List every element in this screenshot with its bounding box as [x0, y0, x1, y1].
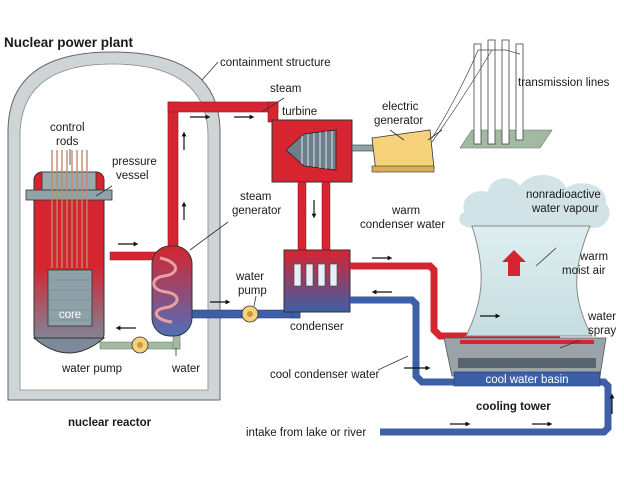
warm-condenser-water-label-2: condenser water [360, 219, 445, 231]
water-pump-upper-label-2: pump [238, 285, 267, 297]
containment-structure-label: containment structure [220, 57, 331, 69]
turbine-exhaust-pipes [297, 181, 331, 253]
nonradioactive-label-1: nonradioactive [526, 189, 601, 201]
turbine-label: turbine [282, 106, 317, 118]
leader-lines [69, 61, 581, 371]
water-pump-lower-label: water pump [61, 363, 122, 375]
transmission-lines-label: transmission lines [518, 77, 610, 89]
intake-label: intake from lake or river [246, 427, 366, 439]
flow-arrows [115, 114, 615, 427]
cool-water-basin-label: cool water basin [485, 374, 568, 386]
warm-condenser-water-pipe [350, 262, 560, 340]
reactor-core: core [47, 269, 93, 327]
nonradioactive-label-2: water vapour [531, 203, 599, 215]
condenser [283, 249, 351, 313]
control-rods [51, 150, 88, 268]
diagram-title: Nuclear power plant [4, 35, 134, 50]
water-pump-feedwater [241, 305, 259, 323]
warm-moist-air-label-1: warm [579, 251, 608, 263]
control-rods-label-1: control [50, 122, 85, 134]
warm-condenser-water-label-1: warm [391, 205, 420, 217]
cool-condenser-water-label: cool condenser water [270, 369, 379, 381]
steam-label: steam [270, 83, 301, 95]
condenser-label: condenser [290, 321, 344, 333]
steam-generator-label-1: steam [240, 191, 271, 203]
core-label: core [59, 309, 81, 321]
electric-generator-label-1: electric [382, 101, 419, 113]
warm-moist-air-label-2: moist air [562, 265, 606, 277]
transmission-tower [431, 39, 553, 149]
steam-generator [151, 245, 193, 337]
electric-generator [371, 129, 435, 173]
water-spray-label-2: spray [588, 325, 616, 337]
cooling-tower-label: cooling tower [476, 401, 551, 413]
steam-generator-label-2: generator [232, 205, 281, 217]
water-label: water [171, 363, 200, 375]
pressure-vessel-label-1: pressure [112, 156, 157, 168]
water-vapour-cloud [459, 174, 610, 228]
water-spray-label-1: water [587, 311, 616, 323]
water-pump-reactor [131, 336, 149, 354]
electric-generator-label-2: generator [374, 115, 423, 127]
water-pump-upper-label-1: water [235, 271, 264, 283]
pressure-vessel-label-2: vessel [116, 170, 149, 182]
cooling-tower: cool water basin [443, 225, 607, 387]
control-rods-label-2: rods [56, 136, 79, 148]
turbine [271, 119, 375, 183]
nuclear-reactor-label: nuclear reactor [68, 417, 152, 429]
